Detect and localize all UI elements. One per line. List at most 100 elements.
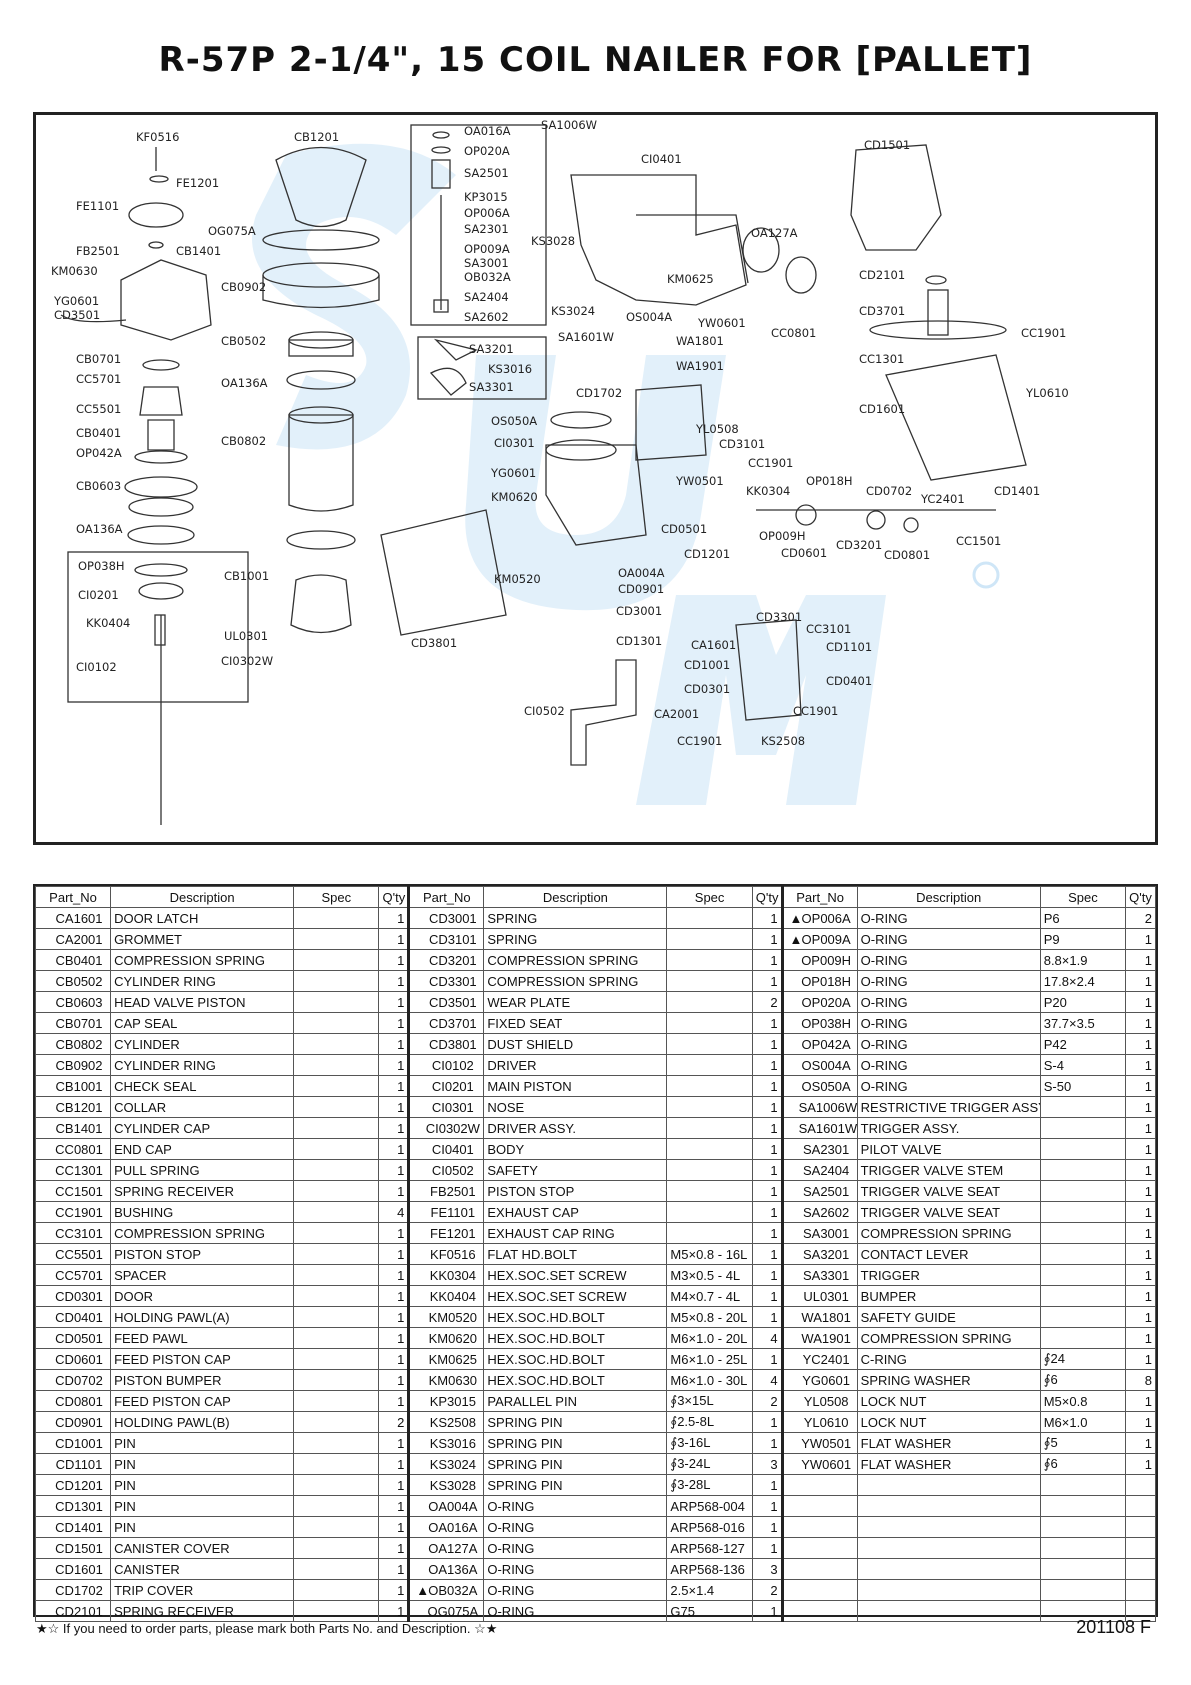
parts-table: Part_No Description Spec Q'ty Part_No De… (34, 886, 1156, 1622)
part-number: CB0902 (55, 1057, 103, 1073)
cell-spec (1039, 1600, 1127, 1622)
cell-part-no: CD1001 (34, 1432, 112, 1454)
part-number: CD0702 (55, 1372, 103, 1388)
cell-description: O-RING (856, 1075, 1041, 1097)
part-number: CB0802 (55, 1036, 103, 1052)
cell-spec (1039, 1327, 1127, 1349)
part-callout-label: CC0801 (771, 326, 816, 340)
cell-description: NOSE (483, 1096, 668, 1118)
part-callout-label: CD1201 (684, 547, 730, 561)
cell-description: COLLAR (110, 1096, 295, 1118)
cell-part-no: KK0404 (407, 1285, 485, 1307)
part-callout-label: CC1901 (748, 456, 793, 470)
cell-qty: 2 (1125, 907, 1156, 929)
cell-spec (666, 907, 753, 929)
part-callout-label: CD1301 (616, 634, 662, 648)
cell-part-no: KS3028 (407, 1474, 485, 1496)
cell-description: HEX.SOC.HD.BOLT (483, 1327, 668, 1349)
part-number: UL0301 (803, 1288, 849, 1304)
cell-qty: 1 (378, 1537, 410, 1559)
part-callout-label: OA127A (751, 226, 798, 240)
cell-description: TRIGGER ASSY. (856, 1117, 1041, 1139)
part-callout-label: CD3301 (756, 610, 802, 624)
cell-spec (666, 1180, 753, 1202)
part-number: SA2602 (802, 1204, 850, 1220)
part-callout-label: CI0502 (524, 704, 565, 718)
part-callout-label: CD0901 (618, 582, 664, 596)
part-number: CC3101 (55, 1225, 103, 1241)
cell-spec (293, 1117, 380, 1139)
part-callout-label: CC3101 (806, 622, 851, 636)
cell-part-no: SA1006W (780, 1096, 858, 1118)
cell-part-no: KS3024 (407, 1453, 485, 1475)
cell-description: HEX.SOC.HD.BOLT (483, 1306, 668, 1328)
cell-part-no: ▲OP006A (780, 907, 858, 929)
cell-part-no: CD3201 (407, 949, 485, 971)
cell-qty: 1 (751, 1600, 783, 1622)
cell-description: COMPRESSION SPRING (856, 1327, 1041, 1349)
part-callout-label: KF0516 (136, 130, 179, 144)
cell-description: SPRING (483, 928, 668, 950)
cell-part-no: CB0802 (34, 1033, 112, 1055)
cell-qty: 4 (378, 1201, 410, 1223)
header-part-no: Part_No (34, 886, 112, 908)
part-callout-label: CC1301 (859, 352, 904, 366)
cell-description: SAFETY (483, 1159, 668, 1181)
header-spec: Spec (293, 886, 380, 908)
cell-qty: 1 (751, 1474, 783, 1496)
cell-description: CYLINDER (110, 1033, 295, 1055)
cell-spec (1039, 1222, 1127, 1244)
cell-spec: P6 (1039, 907, 1127, 929)
cell-part-no: OP020A (780, 991, 858, 1013)
part-callout-label: SA3001 (464, 256, 509, 270)
part-callout-label: YW0601 (697, 316, 746, 330)
cell-spec (293, 1516, 380, 1538)
part-number: CB1201 (55, 1099, 103, 1115)
cell-part-no: KM0625 (407, 1348, 485, 1370)
cell-spec (293, 1558, 380, 1580)
cell-spec: ARP568-136 (666, 1558, 753, 1580)
part-number: CD0901 (55, 1414, 103, 1430)
cell-description: BODY (483, 1138, 668, 1160)
part-callout-label: KK0404 (86, 616, 130, 630)
cell-qty (1125, 1537, 1156, 1559)
cell-spec (1039, 1285, 1127, 1307)
cell-part-no: OS004A (780, 1054, 858, 1076)
cell-spec (293, 1033, 380, 1055)
cell-qty: 1 (1125, 1201, 1156, 1223)
cell-description: LOCK NUT (856, 1411, 1041, 1433)
cell-part-no: KS2508 (407, 1411, 485, 1433)
cell-spec (293, 1306, 380, 1328)
part-number: KM0520 (428, 1309, 478, 1325)
cell-qty: 1 (751, 1306, 783, 1328)
cell-qty: 1 (378, 1264, 410, 1286)
cell-qty: 1 (378, 1348, 410, 1370)
cell-part-no: YC2401 (780, 1348, 858, 1370)
cell-qty: 1 (378, 1075, 410, 1097)
cell-spec: S-50 (1039, 1075, 1127, 1097)
cell-description: COMPRESSION SPRING (483, 970, 668, 992)
cell-description: PIN (110, 1516, 295, 1538)
cell-qty: 1 (1125, 1033, 1156, 1055)
part-callout-label: CC5701 (76, 372, 121, 386)
cell-part-no: OA136A (407, 1558, 485, 1580)
cell-qty: 4 (751, 1369, 783, 1391)
part-callout-label: CD1702 (576, 386, 622, 400)
cell-spec: ∮3-28L (666, 1474, 753, 1496)
cell-part-no: CD3001 (407, 907, 485, 929)
cell-qty: 1 (1125, 1054, 1156, 1076)
cell-part-no: SA2501 (780, 1180, 858, 1202)
cell-part-no: CD1501 (34, 1537, 112, 1559)
part-number: CD3101 (428, 931, 477, 947)
cell-qty: 1 (751, 1138, 783, 1160)
cell-spec (666, 970, 753, 992)
cell-spec (1039, 1474, 1127, 1496)
cell-qty: 1 (1125, 1075, 1156, 1097)
header-part-no: Part_No (407, 886, 485, 908)
part-number: YW0501 (801, 1435, 852, 1451)
